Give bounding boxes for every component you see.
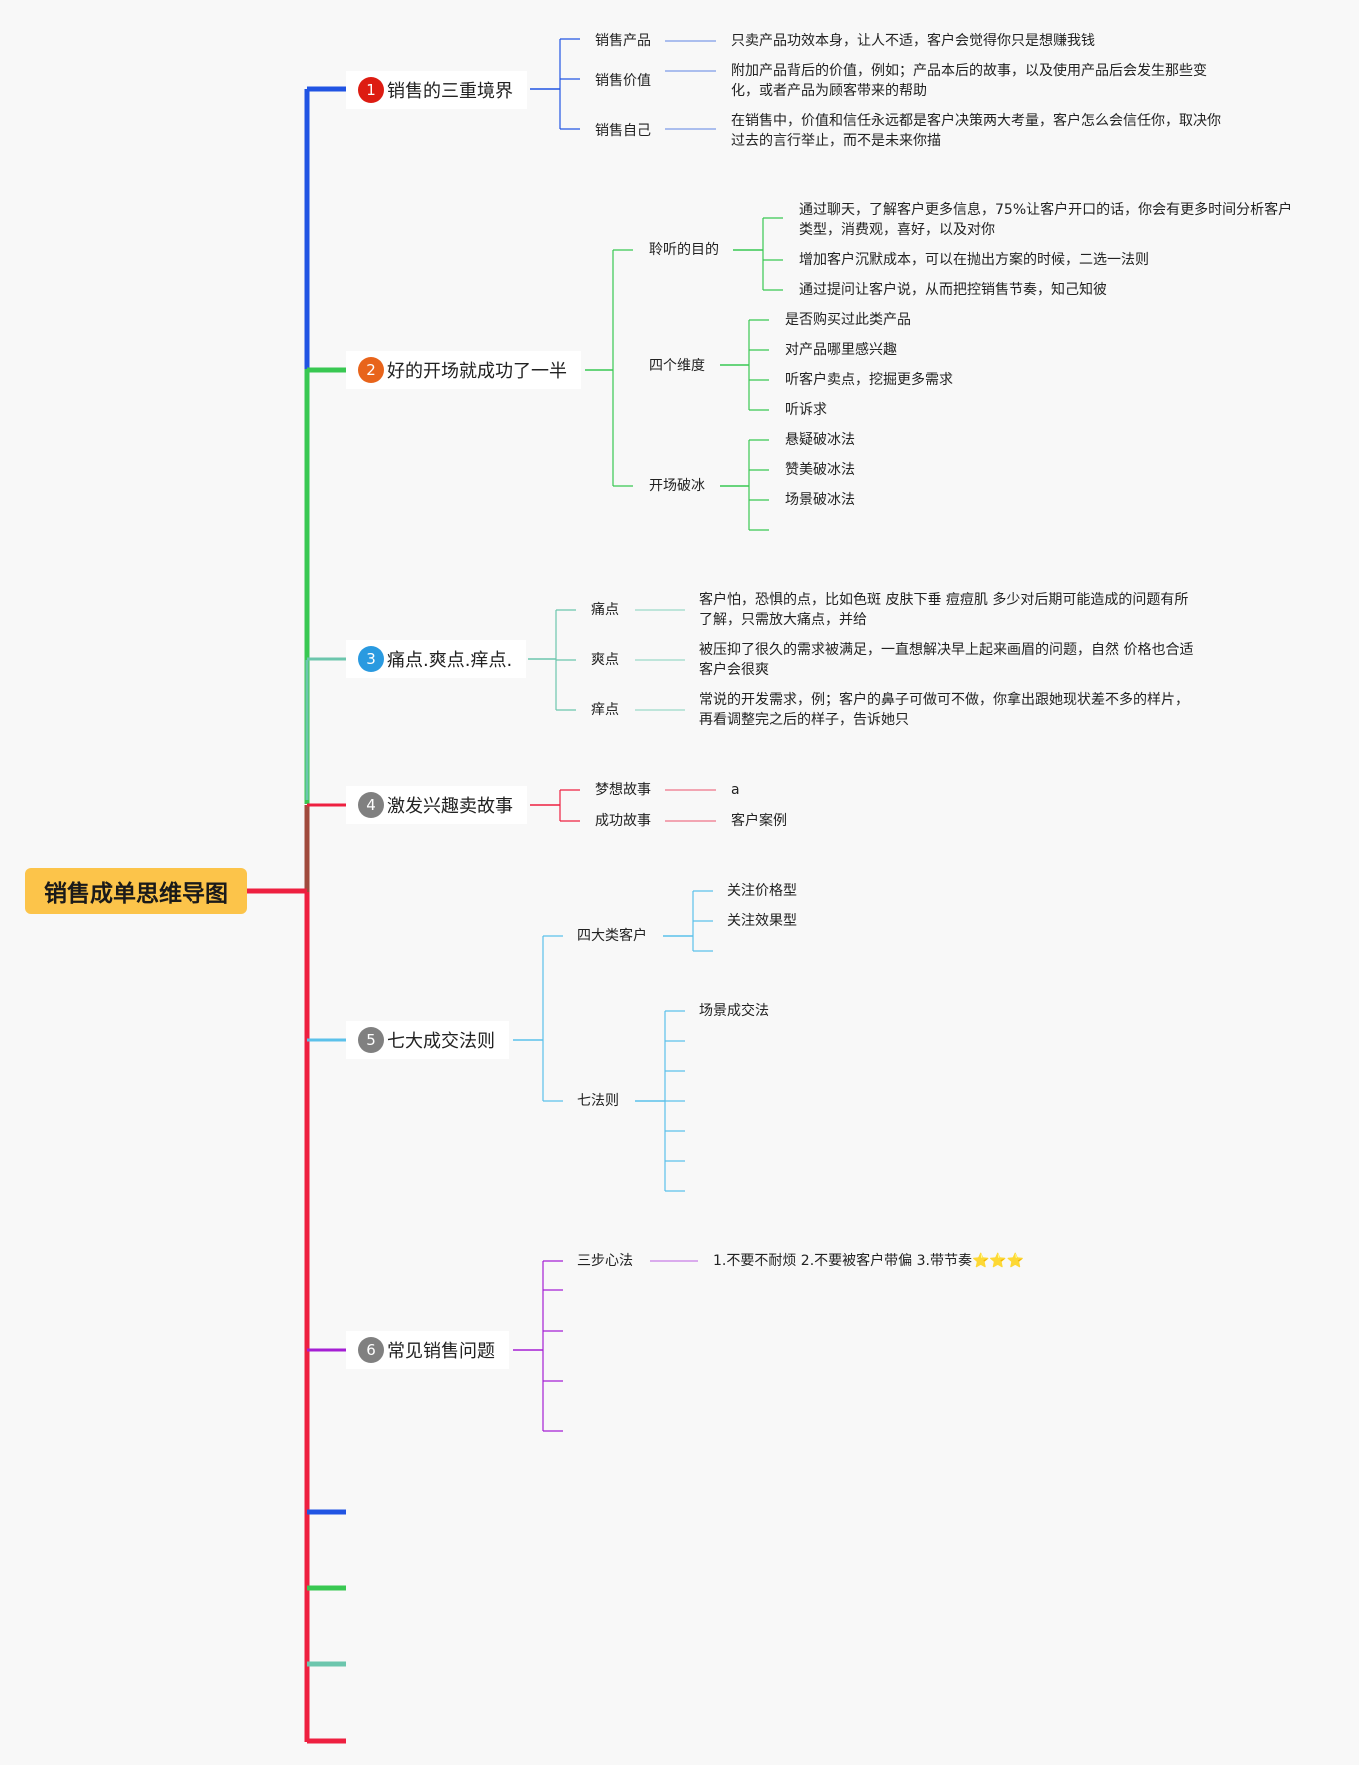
leaf-text[interactable]: 听客户卖点，挖掘更多需求 bbox=[785, 372, 953, 388]
sub-node[interactable]: 开场破冰 bbox=[649, 478, 705, 494]
leaf-text[interactable]: 是否购买过此类产品 bbox=[785, 312, 911, 328]
leaf-text[interactable]: 听诉求 bbox=[785, 402, 827, 418]
sub-node[interactable]: 成功故事 bbox=[595, 813, 651, 829]
branch-title: 销售的三重境界 bbox=[387, 81, 513, 102]
leaf-text[interactable]: 客户怕，恐惧的点，比如色斑 皮肤下垂 痘痘肌 多少对后期可能造成的问题有所了解，… bbox=[699, 592, 1189, 628]
sub-node[interactable]: 三步心法 bbox=[577, 1253, 633, 1269]
branch-5-node[interactable]: 5 七大成交法则 bbox=[346, 1021, 509, 1059]
number-badge: 2 bbox=[358, 357, 384, 383]
leaf-text[interactable]: a bbox=[731, 782, 740, 798]
sub-node[interactable]: 痒点 bbox=[591, 702, 619, 718]
branch-3-node[interactable]: 3 痛点.爽点.痒点. bbox=[346, 640, 527, 678]
branch-2-node[interactable]: 2 好的开场就成功了一半 bbox=[346, 351, 581, 389]
branch-title: 好的开场就成功了一半 bbox=[387, 361, 567, 382]
root-node[interactable]: 销售成单思维导图 bbox=[25, 868, 247, 914]
branch-4-node[interactable]: 4 激发兴趣卖故事 bbox=[346, 786, 527, 824]
number-badge: 1 bbox=[358, 77, 384, 103]
leaf-text[interactable]: 被压抑了很久的需求被满足，一直想解决早上起来画眉的问题，自然 价格也合适客户会很… bbox=[699, 642, 1194, 678]
sub-node[interactable]: 聆听的目的 bbox=[649, 242, 719, 258]
root-title: 销售成单思维导图 bbox=[44, 881, 228, 907]
branch-title: 痛点.爽点.痒点. bbox=[387, 650, 513, 671]
number-badge: 6 bbox=[358, 1337, 384, 1363]
sub-node[interactable]: 销售自己 bbox=[595, 123, 651, 139]
branch-title: 常见销售问题 bbox=[387, 1341, 495, 1362]
leaf-text[interactable]: 关注效果型 bbox=[727, 913, 797, 929]
leaf-text[interactable]: 附加产品背后的价值，例如；产品本后的故事，以及使用产品后会发生那些变化，或者产品… bbox=[731, 63, 1207, 99]
leaf-text[interactable]: 1.不要不耐烦 2.不要被客户带偏 3.带节奏⭐⭐⭐ bbox=[713, 1253, 1025, 1269]
leaf-text[interactable]: 对产品哪里感兴趣 bbox=[785, 342, 897, 358]
number-badge: 4 bbox=[358, 792, 384, 818]
sub-node[interactable]: 梦想故事 bbox=[595, 782, 651, 798]
sub-node[interactable]: 销售价值 bbox=[595, 73, 651, 89]
leaf-text[interactable]: 在销售中，价值和信任永远都是客户决策两大考量，客户怎么会信任你，取决你过去的言行… bbox=[731, 113, 1221, 149]
leaf-text[interactable]: 通过提问让客户说，从而把控销售节奏，知己知彼 bbox=[799, 282, 1107, 298]
leaf-text[interactable]: 场景成交法 bbox=[699, 1003, 769, 1019]
leaf-text[interactable]: 只卖产品功效本身，让人不适，客户会觉得你只是想赚我钱 bbox=[731, 33, 1095, 49]
branch-1-node[interactable]: 1 销售的三重境界 bbox=[346, 71, 527, 109]
sub-node[interactable]: 痛点 bbox=[591, 602, 619, 618]
sub-node[interactable]: 销售产品 bbox=[595, 33, 651, 49]
sub-node[interactable]: 七法则 bbox=[577, 1093, 619, 1109]
sub-node[interactable]: 爽点 bbox=[591, 652, 619, 668]
leaf-text[interactable]: 常说的开发需求，例；客户的鼻子可做可不做，你拿出跟她现状差不多的样片，再看调整完… bbox=[699, 692, 1189, 728]
sub-node[interactable]: 四大类客户 bbox=[577, 928, 647, 944]
leaf-text[interactable]: 悬疑破冰法 bbox=[785, 432, 855, 448]
leaf-text[interactable]: 关注价格型 bbox=[727, 883, 797, 899]
sub-node[interactable]: 四个维度 bbox=[649, 358, 705, 374]
leaf-text[interactable]: 通过聊天，了解客户更多信息，75%让客户开口的话，你会有更多时间分析客户类型，消… bbox=[799, 202, 1293, 238]
leaf-text[interactable]: 场景破冰法 bbox=[785, 492, 855, 508]
number-badge: 3 bbox=[358, 646, 384, 672]
branch-title: 七大成交法则 bbox=[387, 1031, 495, 1052]
leaf-text[interactable]: 赞美破冰法 bbox=[785, 462, 855, 478]
branch-title: 激发兴趣卖故事 bbox=[387, 796, 513, 817]
leaf-text[interactable]: 增加客户沉默成本，可以在抛出方案的时候，二选一法则 bbox=[799, 252, 1149, 268]
number-badge: 5 bbox=[358, 1027, 384, 1053]
branch-6-node[interactable]: 6 常见销售问题 bbox=[346, 1331, 509, 1369]
leaf-text[interactable]: 客户案例 bbox=[731, 813, 787, 829]
